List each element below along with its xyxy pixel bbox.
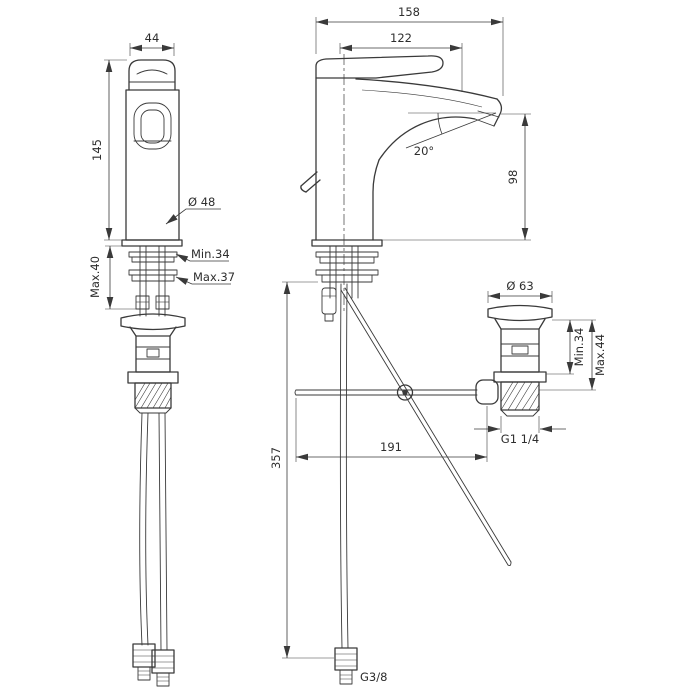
side-dim-hose-length: 357 bbox=[269, 281, 334, 659]
label-text-min34: Min.34 bbox=[191, 247, 230, 261]
dim-text-44: 44 bbox=[145, 31, 160, 45]
dim-text-191: 191 bbox=[380, 440, 402, 454]
dim-text-dia48: Ø 48 bbox=[188, 195, 215, 209]
dim-text-dia63: Ø 63 bbox=[506, 279, 533, 293]
dim-text-122: 122 bbox=[390, 31, 412, 45]
front-label-mount-min: Min.34 bbox=[175, 247, 230, 263]
dim-text-98: 98 bbox=[506, 170, 520, 185]
dim-text-20deg: 20° bbox=[414, 144, 434, 158]
front-dim-height: 145 bbox=[90, 59, 127, 241]
dim-text-drain-min34: Min.34 bbox=[572, 328, 586, 367]
front-dim-deck-max: Max.40 bbox=[88, 245, 136, 310]
dim-text-158: 158 bbox=[398, 5, 420, 19]
side-dim-spout-reach: 122 bbox=[339, 31, 463, 92]
side-drain-thread-dim: G1 1/4 bbox=[474, 416, 566, 446]
side-angle-annotation: 20° bbox=[405, 112, 497, 158]
label-text-g114: G1 1/4 bbox=[501, 432, 539, 446]
front-base-and-studs bbox=[121, 239, 183, 317]
front-dim-handle-width: 44 bbox=[129, 31, 175, 56]
side-dim-faucet-to-drain: 191 bbox=[295, 398, 488, 462]
front-faucet-body bbox=[125, 59, 180, 241]
side-drain-assembly bbox=[475, 304, 553, 417]
side-view: 158 122 20° bbox=[269, 5, 607, 685]
label-text-max37: Max.37 bbox=[193, 270, 235, 284]
front-dim-diameter-leader: Ø 48 bbox=[165, 195, 221, 225]
front-view: 44 145 Ø 48 bbox=[88, 31, 235, 687]
pivot-ball-joint bbox=[396, 384, 414, 401]
side-dim-spout-height: 98 bbox=[382, 113, 531, 241]
dim-text-max40: Max.40 bbox=[88, 256, 102, 298]
side-drain-dim-diameter: Ø 63 bbox=[487, 279, 553, 303]
front-label-mount-max: Max.37 bbox=[175, 270, 235, 285]
front-hose-connectors bbox=[132, 643, 175, 687]
dim-text-357: 357 bbox=[269, 447, 283, 469]
label-text-g38: G3/8 bbox=[360, 670, 387, 684]
dim-text-drain-max44: Max.44 bbox=[593, 334, 607, 376]
side-drain-dim-deck: Min.34 Max.44 bbox=[539, 319, 607, 391]
side-popup-linkage bbox=[294, 287, 512, 567]
dim-text-145: 145 bbox=[90, 139, 104, 161]
front-mounting-hardware bbox=[128, 251, 178, 310]
front-drain-assembly bbox=[120, 313, 186, 414]
side-supply-hose: G3/8 bbox=[334, 283, 387, 685]
side-faucet-profile bbox=[300, 54, 503, 312]
side-base-and-mounting bbox=[311, 239, 383, 322]
front-supply-hoses bbox=[139, 412, 168, 651]
side-dim-total-depth: 158 bbox=[315, 5, 504, 96]
drain-pivot-housing bbox=[475, 379, 499, 405]
